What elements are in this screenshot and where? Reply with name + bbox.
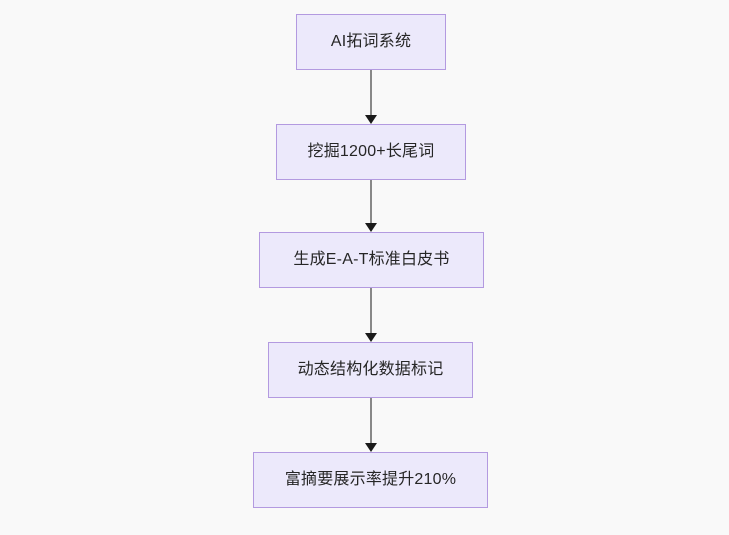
flow-node-label: 动态结构化数据标记 [297,361,444,379]
flow-node-ai-keyword-system[interactable]: AI拓词系统 [296,14,446,70]
flow-node-label: 生成E-A-T标准白皮书 [293,251,450,269]
flow-edge-n3-n4 [361,288,381,342]
edge-arrowhead-icon [365,115,377,124]
flow-edge-n4-n5 [361,398,381,452]
flow-node-dynamic-structured-data-markup[interactable]: 动态结构化数据标记 [268,342,473,398]
flow-node-mine-longtail-keywords[interactable]: 挖掘1200+长尾词 [276,124,466,180]
flow-edge-n1-n2 [361,70,381,124]
flow-node-generate-eat-whitepaper[interactable]: 生成E-A-T标准白皮书 [259,232,484,288]
flow-node-label: AI拓词系统 [330,33,412,51]
edge-line [370,288,372,333]
edge-line [370,180,372,223]
flow-node-rich-snippet-impression-uplift[interactable]: 富摘要展示率提升210% [253,452,488,508]
edge-arrowhead-icon [365,443,377,452]
flow-node-label: 富摘要展示率提升210% [284,471,457,489]
flow-node-label: 挖掘1200+长尾词 [307,143,435,161]
flow-edge-n2-n3 [361,180,381,232]
edge-arrowhead-icon [365,223,377,232]
edge-arrowhead-icon [365,333,377,342]
edge-line [370,70,372,115]
edge-line [370,398,372,443]
